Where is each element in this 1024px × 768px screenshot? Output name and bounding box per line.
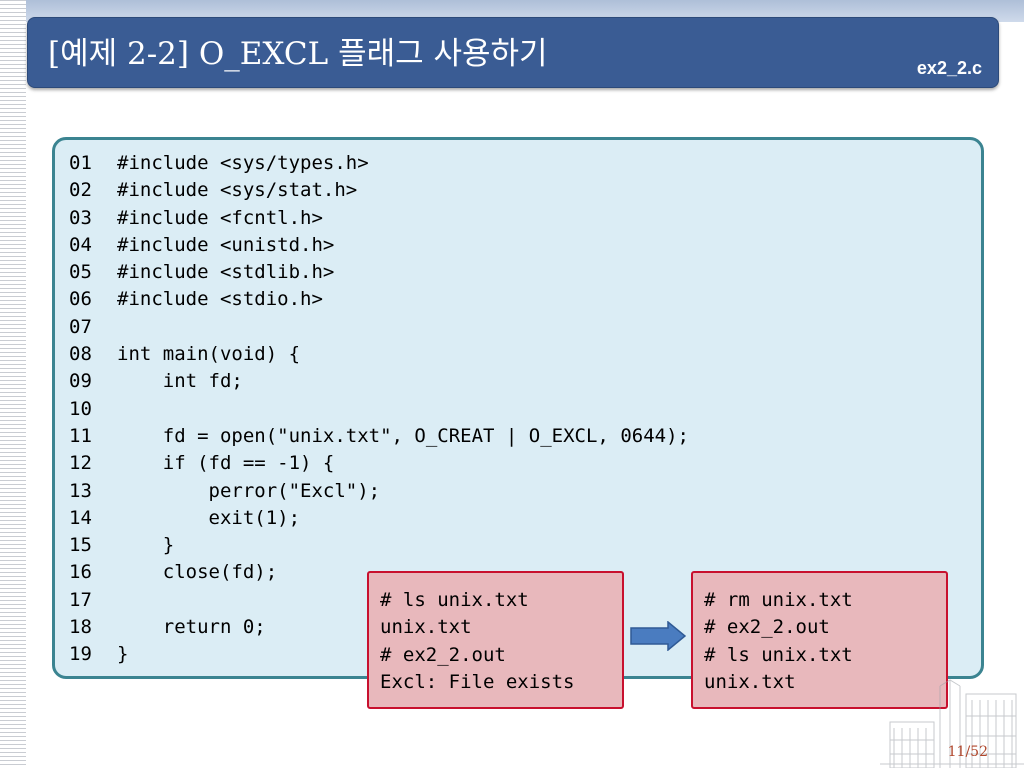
code-text: fd = open("unix.txt", O_CREAT | O_EXCL, … <box>117 424 689 447</box>
code-line: 15 } <box>69 532 689 559</box>
left-stripe-decoration <box>0 0 26 768</box>
terminal-line: # ls unix.txt <box>704 643 853 666</box>
line-number: 09 <box>69 370 92 393</box>
code-text: int fd; <box>117 370 243 393</box>
code-line: 18 return 0; <box>69 614 689 641</box>
page-number: 11/52 <box>947 744 988 760</box>
slide-title: [예제 2-2] O_EXCL 플래그 사용하기 <box>48 36 548 72</box>
code-line: 04 #include <unistd.h> <box>69 232 689 259</box>
code-line: 08 int main(void) { <box>69 341 689 368</box>
terminal-output-right: # rm unix.txt # ex2_2.out # ls unix.txt uni… <box>691 571 948 709</box>
code-text: #include <stdio.h> <box>117 288 323 311</box>
code-line: 11 fd = open("unix.txt", O_CREAT | O_EXC… <box>69 423 689 450</box>
file-name-label: ex2_2.c <box>916 58 982 78</box>
line-number: 14 <box>69 506 92 529</box>
line-number: 05 <box>69 261 92 284</box>
line-number: 17 <box>69 588 92 611</box>
line-number: 07 <box>69 315 92 338</box>
code-text: #include <unistd.h> <box>117 233 335 256</box>
code-line: 01 #include <sys/types.h> <box>69 150 689 177</box>
terminal-line: Excl: File exists <box>380 670 575 693</box>
code-line: 10 <box>69 396 689 423</box>
code-text: perror("Excl"); <box>117 479 381 502</box>
title-bar: [예제 2-2] O_EXCL 플래그 사용하기 ex2_2.c <box>27 17 999 88</box>
code-text: #include <sys/stat.h> <box>117 179 358 202</box>
code-line: 17 <box>69 587 689 614</box>
line-number: 12 <box>69 452 92 475</box>
top-band <box>0 0 1024 22</box>
line-number: 18 <box>69 616 92 639</box>
line-number: 16 <box>69 561 92 584</box>
code-text: #include <sys/types.h> <box>117 152 369 174</box>
line-number: 03 <box>69 206 92 229</box>
code-line: 03 #include <fcntl.h> <box>69 205 689 232</box>
code-text: int main(void) { <box>117 343 301 366</box>
code-text: #include <stdlib.h> <box>117 261 335 284</box>
code-line: 16 close(fd); <box>69 559 689 586</box>
line-number: 15 <box>69 534 92 557</box>
line-number: 11 <box>69 424 92 447</box>
line-number: 10 <box>69 397 92 420</box>
terminal-line: # ex2_2.out <box>704 616 830 639</box>
building-sketch-decoration <box>880 679 1024 768</box>
line-number: 13 <box>69 479 92 502</box>
terminal-line: unix.txt <box>380 616 472 639</box>
terminal-line: # ex2_2.out <box>380 643 506 666</box>
line-number: 08 <box>69 343 92 366</box>
code-line: 06 #include <stdio.h> <box>69 286 689 313</box>
code-text: close(fd); <box>117 561 278 584</box>
code-line: 09 int fd; <box>69 368 689 395</box>
code-line: 12 if (fd == -1) { <box>69 450 689 477</box>
terminal-line: # ls unix.txt <box>380 589 529 611</box>
code-line: 14 exit(1); <box>69 505 689 532</box>
line-number: 04 <box>69 233 92 256</box>
code-text: exit(1); <box>117 506 301 529</box>
line-number: 01 <box>69 152 92 174</box>
right-arrow-icon <box>630 621 686 651</box>
terminal-line: # rm unix.txt <box>704 589 853 611</box>
code-listing: 01 #include <sys/types.h> 02 #include <sys/… <box>69 150 689 669</box>
line-number: 06 <box>69 288 92 311</box>
code-text: } <box>117 643 129 666</box>
code-text: } <box>117 534 175 557</box>
terminal-line: unix.txt <box>704 670 796 693</box>
code-text: #include <fcntl.h> <box>117 206 323 229</box>
code-text: if (fd == -1) { <box>117 452 335 475</box>
code-line: 02 #include <sys/stat.h> <box>69 177 689 204</box>
line-number: 02 <box>69 179 92 202</box>
code-line: 19} <box>69 641 689 668</box>
code-line: 13 perror("Excl"); <box>69 478 689 505</box>
code-line: 07 <box>69 314 689 341</box>
code-line: 05 #include <stdlib.h> <box>69 259 689 286</box>
code-text: return 0; <box>117 616 266 639</box>
line-number: 19 <box>69 643 92 666</box>
